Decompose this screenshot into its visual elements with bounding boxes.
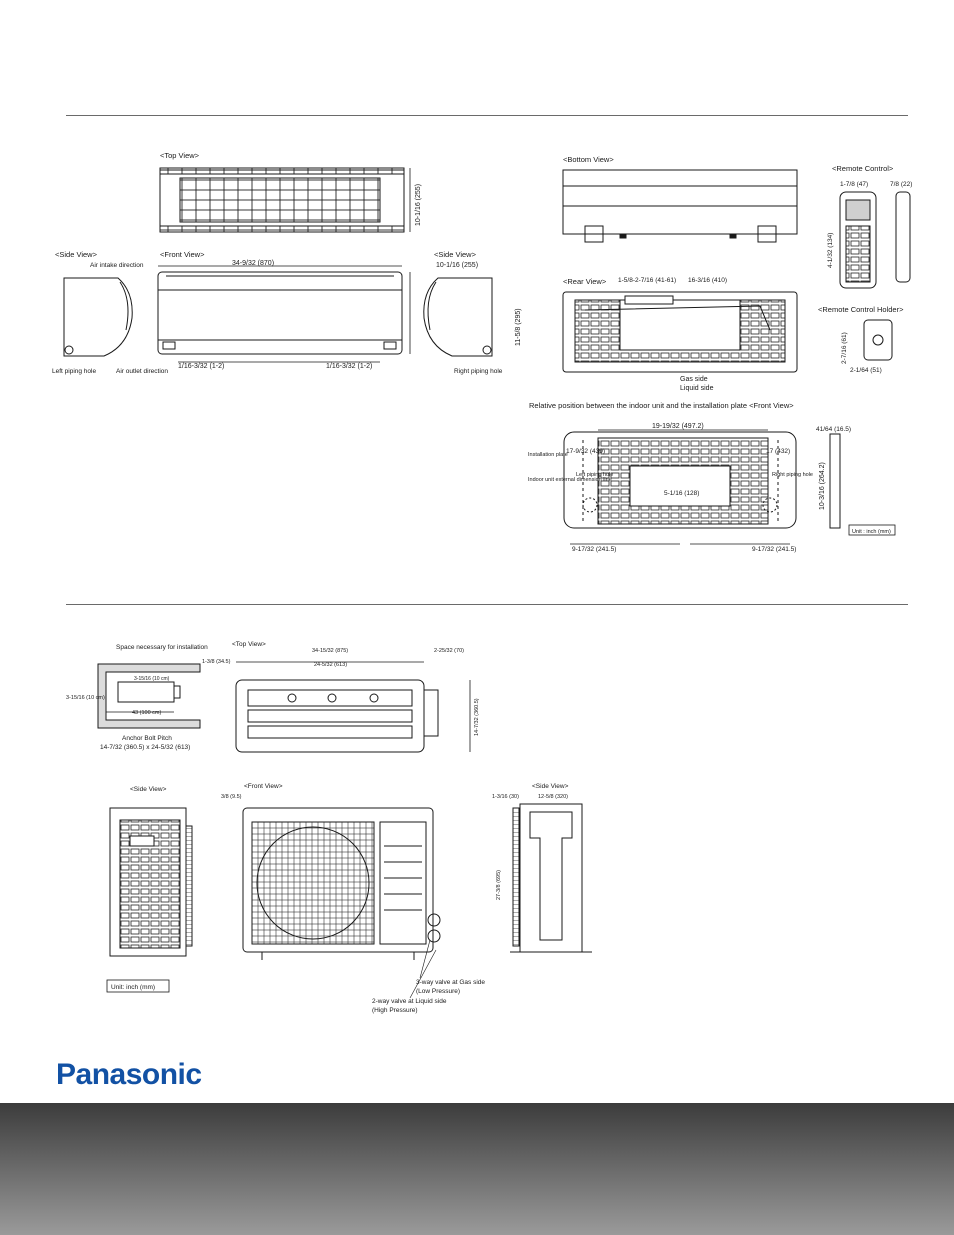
dim-front-bottom-left: 1/16-3/32 (1-2) — [178, 363, 224, 370]
label-installation-plate: Installation plate — [528, 452, 568, 458]
label-outdoor-top-view: <Top View> — [232, 641, 266, 648]
dim-top-depth: 10-1/16 (255) — [415, 184, 422, 226]
outdoor-top-view — [235, 661, 471, 753]
dim-outdoor-top-left: 1-3/8 (34.5) — [202, 659, 231, 665]
dim-plate-side-height: 10-3/16 (264.2) — [819, 462, 826, 510]
outdoor-unit-note: Unit: inch (mm) — [111, 984, 155, 991]
dim-remote-depth: 7/8 (22) — [890, 181, 912, 188]
indoor-unit-drawings — [63, 167, 911, 545]
label-outdoor-front-view: <Front View> — [244, 783, 283, 790]
label-side-view-right: <Side View> — [434, 250, 477, 259]
dim-outdoor-top-width: 34-15/32 (875) — [312, 648, 348, 654]
dim-plate-top: 19-19/32 (497.2) — [652, 423, 704, 430]
label-bottom-view: <Bottom View> — [563, 155, 614, 164]
indoor-side-view-left — [63, 277, 133, 357]
label-front-view: <Front View> — [160, 250, 205, 259]
label-right-piping-hole: Right piping hole — [454, 368, 503, 375]
dim-side-depth: 10-1/16 (255) — [436, 262, 478, 269]
dim-space-bottom: 43 (100 cm) — [132, 710, 162, 716]
dim-holder-width: 2-1/64 (51) — [850, 367, 882, 374]
dim-space-left-outer: 3-15/16 (10 cm) — [66, 695, 105, 701]
dim-remote-width: 1-7/8 (47) — [840, 181, 868, 188]
label-relative-position: Relative position between the indoor uni… — [529, 401, 794, 410]
outdoor-unit-drawings — [97, 661, 592, 960]
outdoor-front-view — [242, 807, 441, 960]
outdoor-labels: Space necessary for installation 3-15/16… — [66, 641, 569, 1014]
label-liquid-side: Liquid side — [680, 385, 714, 392]
label-gas-side: Gas side — [680, 376, 708, 383]
dim-outdoor-side-height: 27-3/8 (695) — [496, 870, 502, 900]
outdoor-side-view-right — [510, 803, 592, 953]
indoor-side-view-right — [423, 277, 493, 357]
technical-drawing: <Top View> <Front View> <Side View> <Sid… — [52, 151, 912, 1014]
label-side-view-left: <Side View> — [55, 250, 98, 259]
label-plate-left-piping: Left piping hole — [576, 472, 613, 478]
label-space-necessary: Space necessary for installation — [116, 644, 208, 651]
label-two-way-valve-sub: (High Pressure) — [372, 1007, 418, 1014]
label-remote-control: <Remote Control> — [832, 164, 894, 173]
dim-plate-center: 5-1/16 (128) — [664, 490, 699, 497]
divider-middle — [66, 604, 908, 605]
label-indoor-external-line: Indoor unit external dimension line — [528, 477, 612, 483]
dim-plate-side-top: 41/64 (16.5) — [816, 426, 851, 433]
label-air-intake: Air intake direction — [90, 262, 144, 269]
dim-outdoor-top-right: 2-25/32 (70) — [434, 648, 464, 654]
label-outdoor-side-view-left: <Side View> — [130, 786, 167, 793]
label-three-way-valve-sub: (Low Pressure) — [416, 988, 460, 995]
indoor-rear-view — [562, 291, 798, 373]
label-rear-view: <Rear View> — [563, 277, 607, 286]
dim-rear-right: 16-3/16 (410) — [688, 277, 727, 284]
label-two-way-valve: 2-way valve at Liquid side — [372, 998, 447, 1005]
indoor-bottom-view — [562, 169, 798, 243]
installation-plate-drawing — [563, 429, 841, 545]
dim-outdoor-side-left: 1-3/16 (30) — [492, 794, 519, 800]
dim-outdoor-front-left: 3/8 (9.5) — [221, 794, 242, 800]
indoor-front-view — [157, 265, 411, 363]
dim-outdoor-top-depth: 14-7/32 (360.5) — [474, 698, 480, 736]
dim-front-width: 34-9/32 (870) — [232, 260, 274, 267]
dim-plate-bottom-right: 9-17/32 (241.5) — [752, 546, 796, 553]
label-remote-holder: <Remote Control Holder> — [818, 305, 904, 314]
dim-outdoor-top-pitch: 24-5/32 (613) — [314, 662, 347, 668]
footer-band — [0, 1103, 954, 1235]
indoor-labels: <Top View> <Front View> <Side View> <Sid… — [52, 151, 912, 553]
value-anchor-bolt-pitch: 14-7/32 (360.5) x 24-5/32 (613) — [100, 744, 190, 751]
dim-space-left: 3-15/16 (10 cm) — [134, 676, 170, 682]
dim-plate-bottom-left: 9-17/32 (241.5) — [572, 546, 616, 553]
remote-control-drawing — [839, 191, 911, 289]
panasonic-logo: Panasonic — [56, 1058, 202, 1091]
indoor-unit-note: Unit : inch (mm) — [852, 529, 891, 535]
label-air-outlet: Air outlet direction — [116, 368, 168, 375]
label-anchor-bolt-pitch: Anchor Bolt Pitch — [122, 735, 172, 742]
space-necessary-drawing — [97, 663, 201, 729]
dim-remote-height: 4-1/32 (134) — [827, 233, 834, 268]
dim-plate-right: 17 (432) — [766, 448, 790, 455]
dim-front-height: 11-5/8 (295) — [515, 308, 522, 346]
dim-front-bottom-right: 1/16-3/32 (1-2) — [326, 363, 372, 370]
label-outdoor-side-view-right: <Side View> — [532, 783, 569, 790]
label-top-view: <Top View> — [160, 151, 200, 160]
label-left-piping-hole: Left piping hole — [52, 368, 96, 375]
outdoor-side-view-left — [109, 807, 193, 957]
dim-outdoor-side-width: 12-5/8 (320) — [538, 794, 568, 800]
divider-top — [66, 115, 908, 116]
dim-plate-left: 17-9/32 (439) — [566, 448, 605, 455]
remote-holder-drawing — [863, 319, 893, 361]
dim-rear-left: 1-5/8-2-7/16 (41-61) — [618, 277, 676, 284]
label-three-way-valve: 3-way valve at Gas side — [416, 979, 485, 986]
indoor-top-view — [159, 167, 411, 233]
dim-holder-height: 2-7/16 (61) — [841, 332, 848, 364]
label-plate-right-piping: Right piping hole — [772, 472, 813, 478]
